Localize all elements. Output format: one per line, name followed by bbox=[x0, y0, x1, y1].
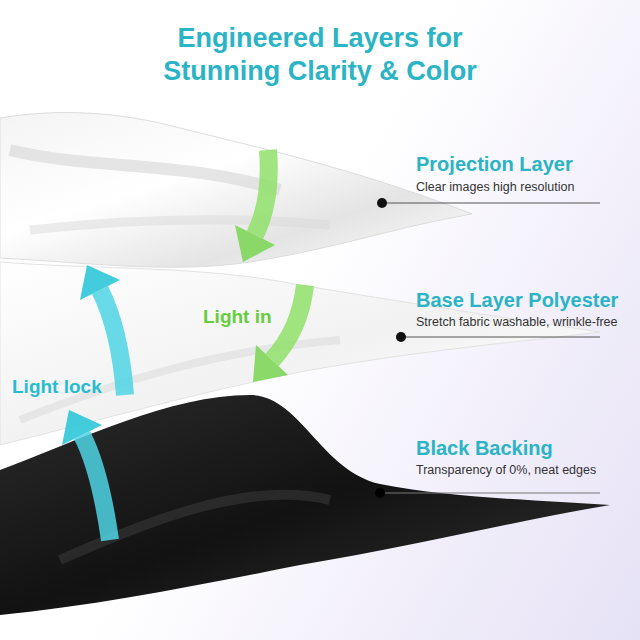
projection-fold bbox=[30, 220, 330, 230]
black-layer bbox=[0, 395, 610, 615]
leader-line bbox=[401, 337, 600, 338]
light-lock-arrow bbox=[100, 290, 125, 395]
projection-fold bbox=[10, 150, 280, 190]
light-in-arrow bbox=[272, 285, 305, 360]
leader-line bbox=[380, 493, 600, 494]
leader-dot bbox=[396, 332, 406, 342]
light-lock-label: Light lock bbox=[12, 376, 102, 399]
light-lock-arrow bbox=[82, 435, 110, 540]
light-lock-arrowhead bbox=[80, 265, 120, 300]
light-lock-arrowhead bbox=[62, 410, 102, 445]
layer-description: Clear images high resolution bbox=[416, 180, 574, 195]
layer-description: Transparency of 0%, neat edges bbox=[416, 463, 596, 478]
leader-line bbox=[382, 203, 600, 204]
light-in-arrowhead bbox=[235, 225, 275, 262]
light-in-label: Light in bbox=[203, 306, 272, 329]
layer-name: Projection Layer bbox=[416, 152, 573, 176]
leader-dot bbox=[375, 488, 385, 498]
projection-layer bbox=[0, 113, 472, 268]
light-in-arrow bbox=[255, 150, 269, 235]
layer-name: Base Layer Polyester bbox=[416, 288, 618, 312]
layer-name: Black Backing bbox=[416, 436, 553, 460]
layer-description: Stretch fabric washable, wrinkle-free bbox=[416, 315, 617, 330]
title: Engineered Layers for Stunning Clarity &… bbox=[130, 22, 510, 88]
leader-dot bbox=[377, 198, 387, 208]
light-in-arrowhead bbox=[253, 345, 288, 382]
